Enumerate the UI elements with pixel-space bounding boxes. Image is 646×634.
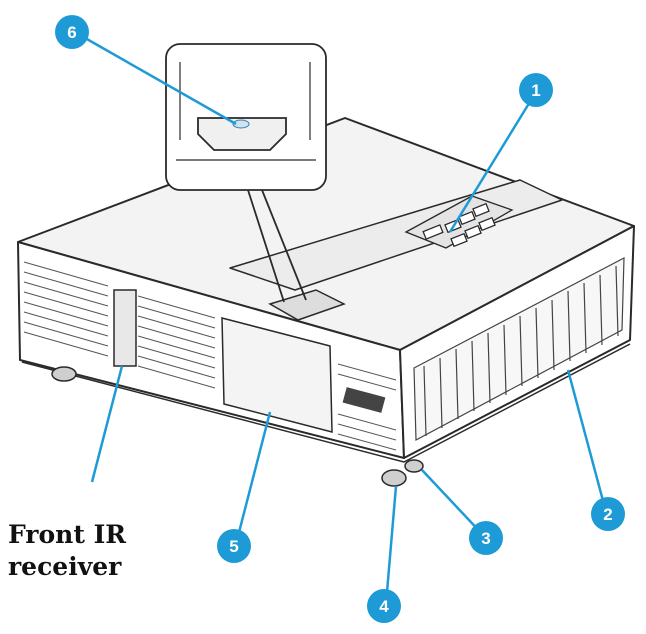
leader-lines [77,32,608,605]
callout-2-label: 2 [603,505,612,524]
callout-4: 4 [367,589,401,623]
side-foot [404,459,424,473]
callout-3-label: 3 [481,529,490,548]
lens-window [221,317,333,433]
callout-1-label: 1 [531,81,540,100]
callout-6: 6 [55,15,89,49]
callout-4-label: 4 [379,597,389,616]
feet [51,366,424,487]
front-ir-caption-line2: receiver [8,552,122,581]
callout-6-label: 6 [67,23,76,42]
front-ir-caption-line1: Front IR [8,520,127,549]
front-left-vent [23,261,216,389]
detail-magnifier [165,43,327,303]
top-ir-receiver-detail [197,117,287,151]
callout-1: 1 [519,73,553,107]
callout-5-label: 5 [229,537,238,556]
callout-5: 5 [217,529,251,563]
callout-2: 2 [591,497,625,531]
front-ir-receiver-window [113,289,137,367]
callout-3: 3 [469,521,503,555]
side-vent-grille [413,256,625,441]
top-ir-receiver-on-body [268,289,346,321]
front-right-vent [337,363,397,451]
front-foot [381,469,407,487]
